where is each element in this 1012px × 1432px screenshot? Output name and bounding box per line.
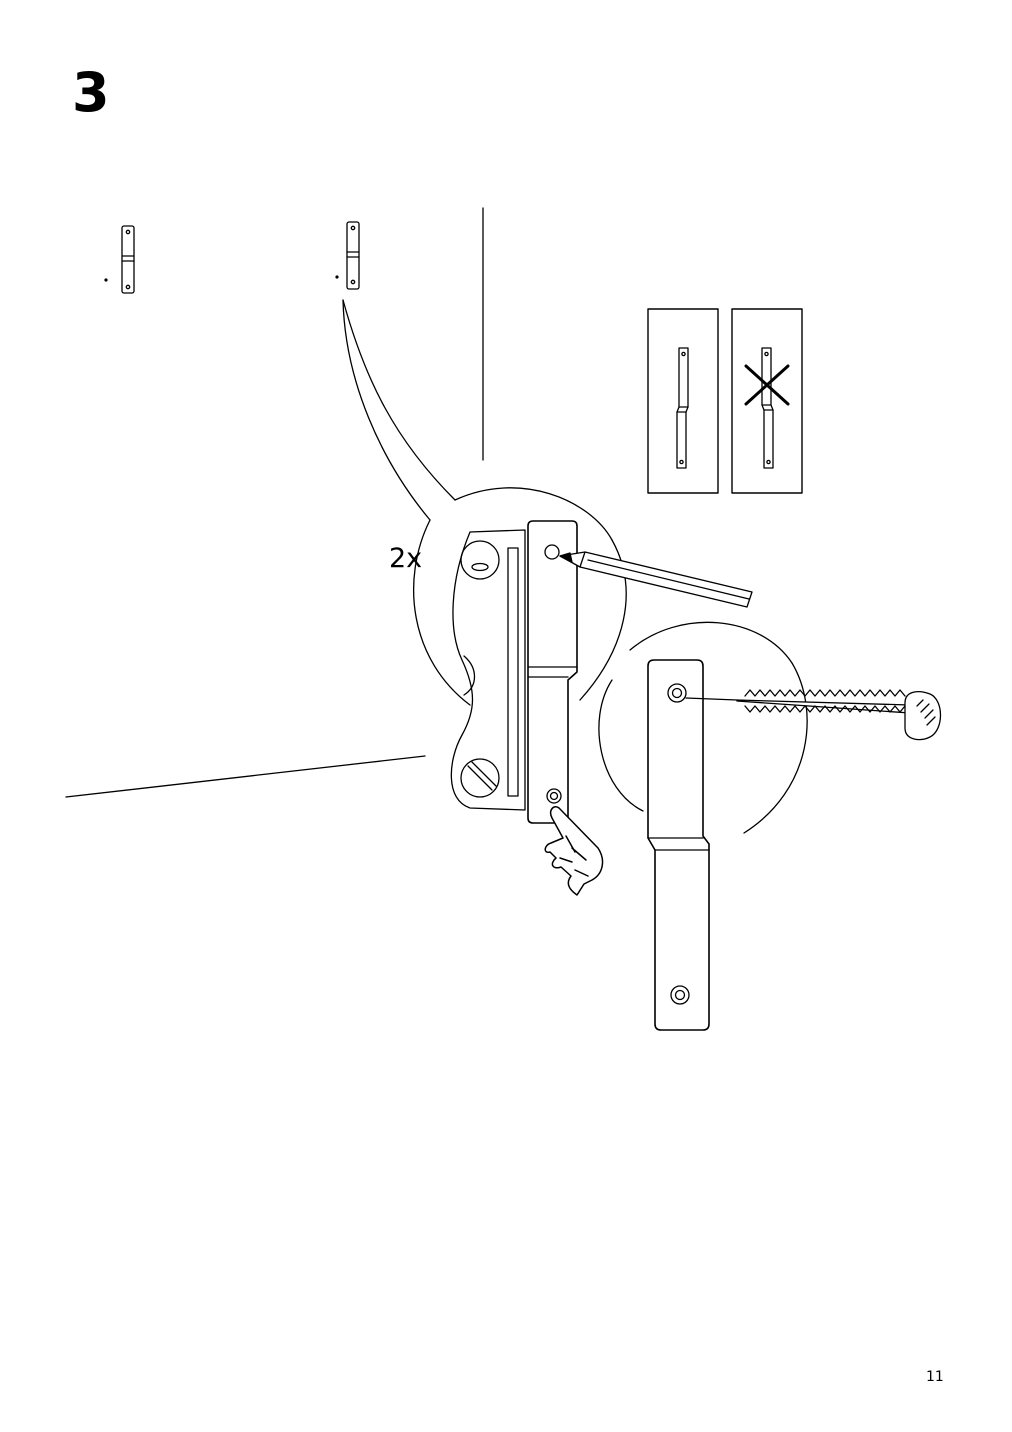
quantity-label: 2x: [389, 543, 423, 574]
large-bracket: [647, 659, 710, 1031]
overview-bracket-right: [335, 221, 360, 290]
wall-piece: [450, 529, 526, 811]
pointing-hand-icon: [544, 806, 604, 896]
step-number: 3: [72, 61, 110, 124]
orientation-wrong-panel: [731, 308, 803, 494]
zoom-detail-screwing: [598, 621, 942, 1031]
page-number: 11: [926, 1369, 944, 1385]
orientation-correct-panel: [647, 308, 719, 494]
overview-bracket-left: [104, 225, 135, 294]
bracket-on-wall: [527, 520, 578, 824]
callout-pointer: [342, 299, 456, 521]
pencil-icon: [559, 551, 753, 608]
wall-edge-lines: [65, 207, 484, 798]
cross-icon: [744, 364, 790, 406]
zoom-detail-marking: [413, 487, 753, 824]
screw-icon: [685, 689, 942, 741]
